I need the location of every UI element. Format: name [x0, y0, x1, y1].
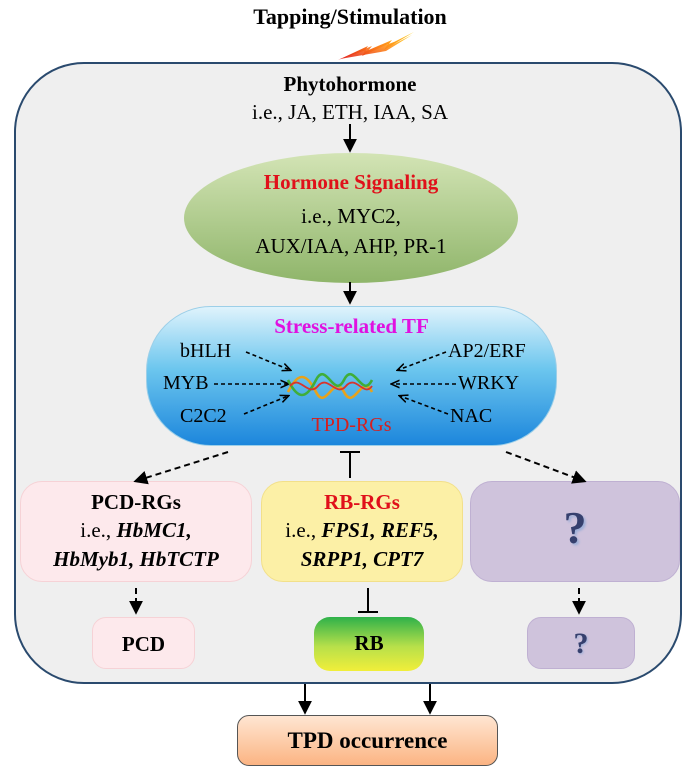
hormone-signaling-line2: AUX/IAA, AHP, PR-1	[255, 234, 447, 258]
pcd-rgs-box	[20, 481, 252, 582]
pcd-rgs-title: PCD-RGs	[91, 490, 181, 514]
stress-tf-title: Stress-related TF	[274, 314, 429, 338]
phytohormone-title: Phytohormone	[283, 72, 417, 96]
tapping-stimulation-title: Tapping/Stimulation	[253, 4, 447, 29]
unknown-box	[470, 481, 680, 582]
rb-rgs-box	[261, 481, 463, 582]
rb-outcome-label: RB	[354, 631, 384, 655]
rb-outcome-box: RB	[314, 617, 424, 671]
pcd-outcome-box: PCD	[92, 617, 195, 669]
pcd-rgs-genes-line1: i.e., HbMC1,	[80, 518, 192, 542]
question-mark-small-icon: ?	[573, 627, 589, 660]
question-mark-icon: ?	[563, 502, 587, 553]
hormone-signaling-title: Hormone Signaling	[263, 170, 439, 194]
tf-myb: MYB	[163, 372, 209, 394]
tf-bhlh: bHLH	[180, 340, 232, 362]
tpd-occurrence-box: TPD occurrence	[237, 715, 498, 766]
hormone-signaling-line1: i.e., MYC2,	[301, 204, 401, 228]
tf-ap2-erf: AP2/ERF	[448, 340, 526, 362]
tpd-occurrence-label: TPD occurrence	[287, 728, 448, 753]
rb-rgs-genes-line1: i.e., FPS1, REF5,	[285, 518, 439, 542]
hormone-signaling-ellipse	[184, 153, 518, 283]
rb-rgs-genes-line2: SRPP1, CPT7	[300, 547, 424, 571]
tpd-rgs-label: TPD-RGs	[311, 414, 392, 436]
tf-wrky: WRKY	[458, 372, 520, 394]
phytohormone-examples: i.e., JA, ETH, IAA, SA	[252, 100, 448, 124]
tf-c2c2: C2C2	[180, 405, 227, 427]
pcd-outcome-label: PCD	[121, 632, 166, 656]
unknown-outcome-box: ?	[527, 617, 635, 669]
tf-nac: NAC	[450, 405, 493, 427]
rb-rgs-title: RB-RGs	[324, 490, 400, 514]
pcd-rgs-genes-line2: HbMyb1, HbTCTP	[53, 547, 219, 571]
